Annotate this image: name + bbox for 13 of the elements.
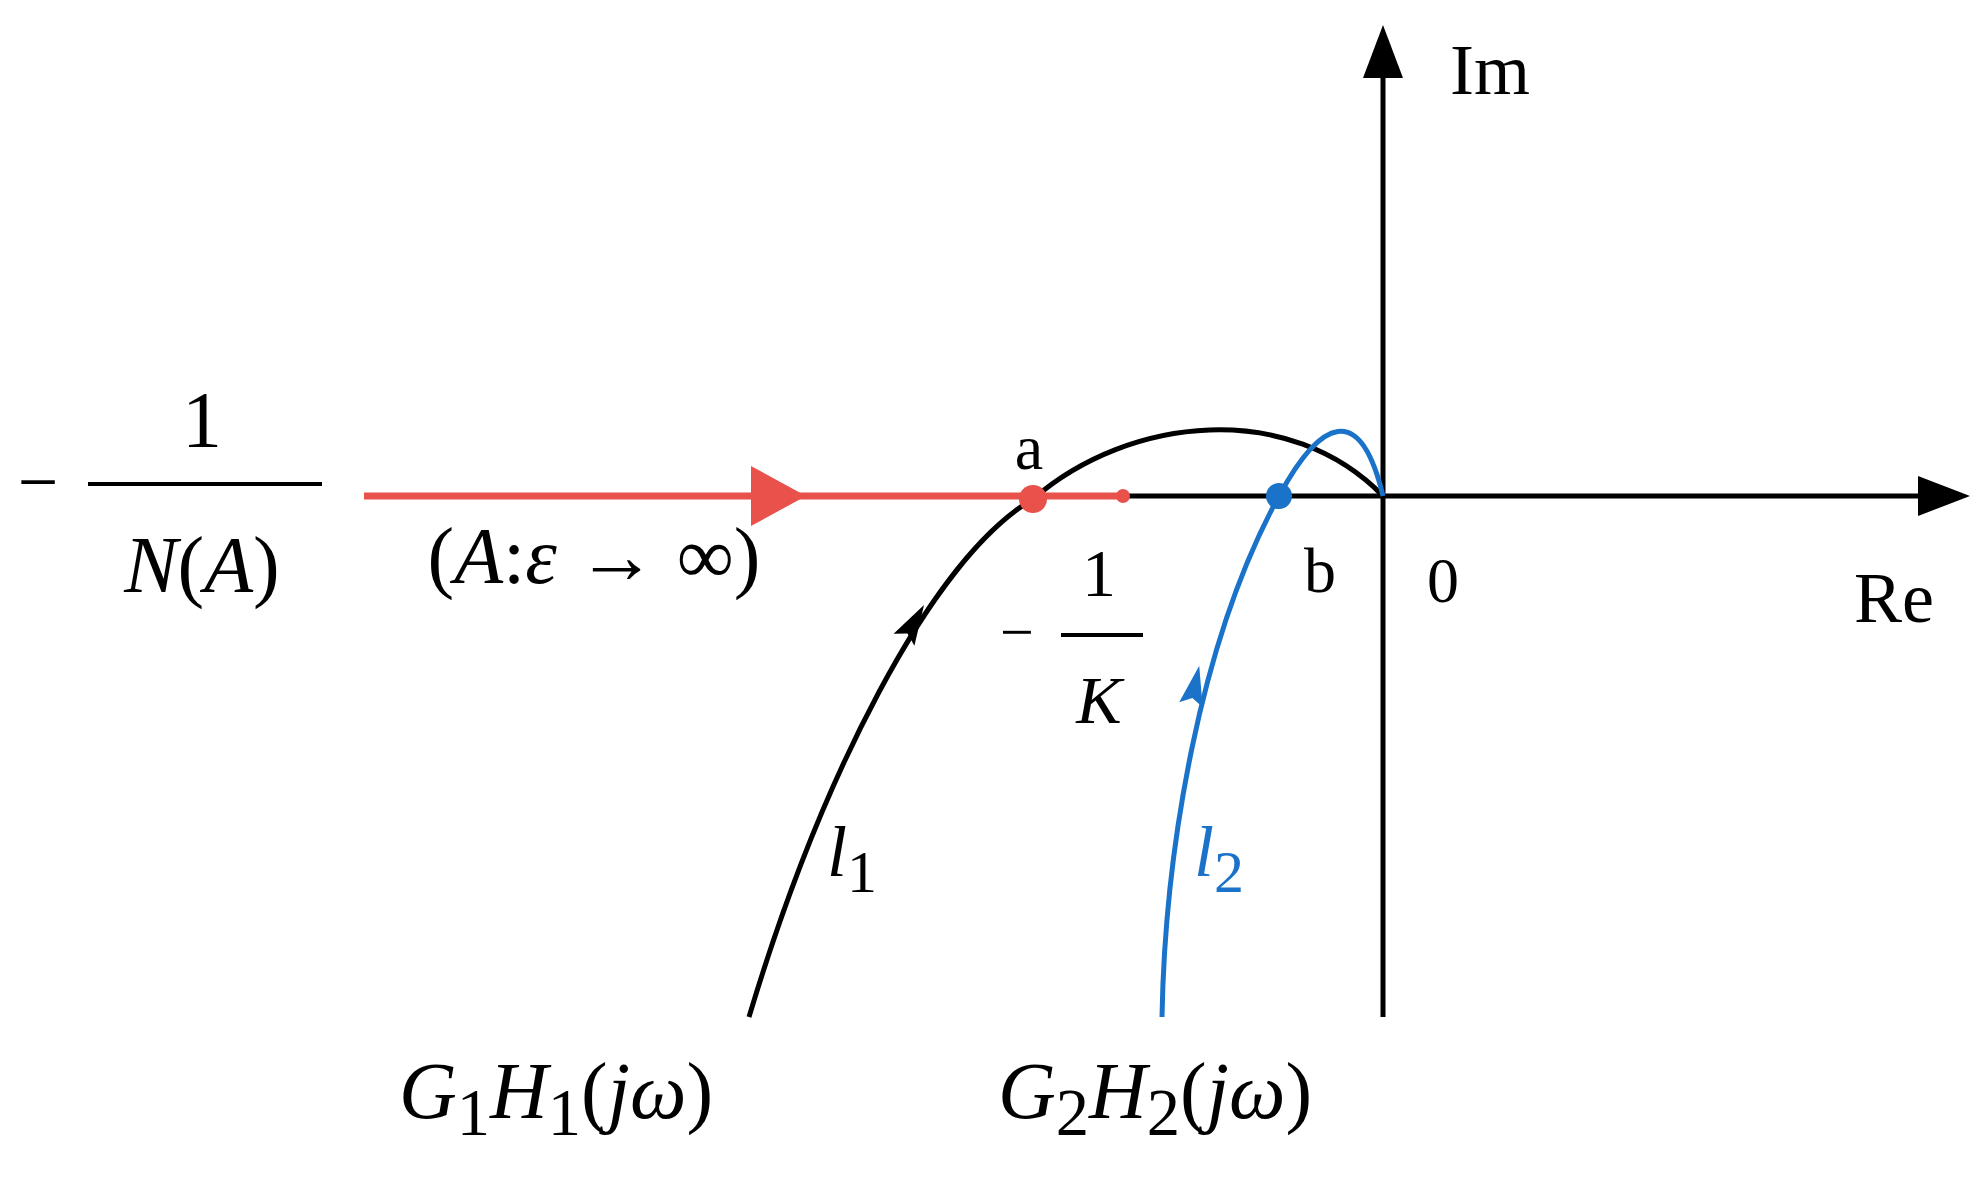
curve-label: l$_{1}$ bbox=[827, 816, 877, 902]
minus-sign: − bbox=[1000, 602, 1034, 662]
minus-sign: − bbox=[17, 446, 59, 518]
transfer-function-label: G$_{1}$H$_{1}$(jω) bbox=[398, 1051, 714, 1147]
point-label: a bbox=[1014, 416, 1044, 480]
transfer-function-label: G$_{2}$H$_{2}$(jω) bbox=[997, 1051, 1313, 1147]
numerator: 1 bbox=[1082, 539, 1116, 607]
axis-label: Im bbox=[1450, 34, 1530, 106]
origin-label: 0 bbox=[1427, 549, 1459, 613]
axis-label: Re bbox=[1854, 562, 1934, 634]
point-label: b bbox=[1304, 539, 1336, 603]
curve-label: l$_{2}$ bbox=[1194, 816, 1244, 902]
numerator: 1 bbox=[182, 380, 222, 460]
